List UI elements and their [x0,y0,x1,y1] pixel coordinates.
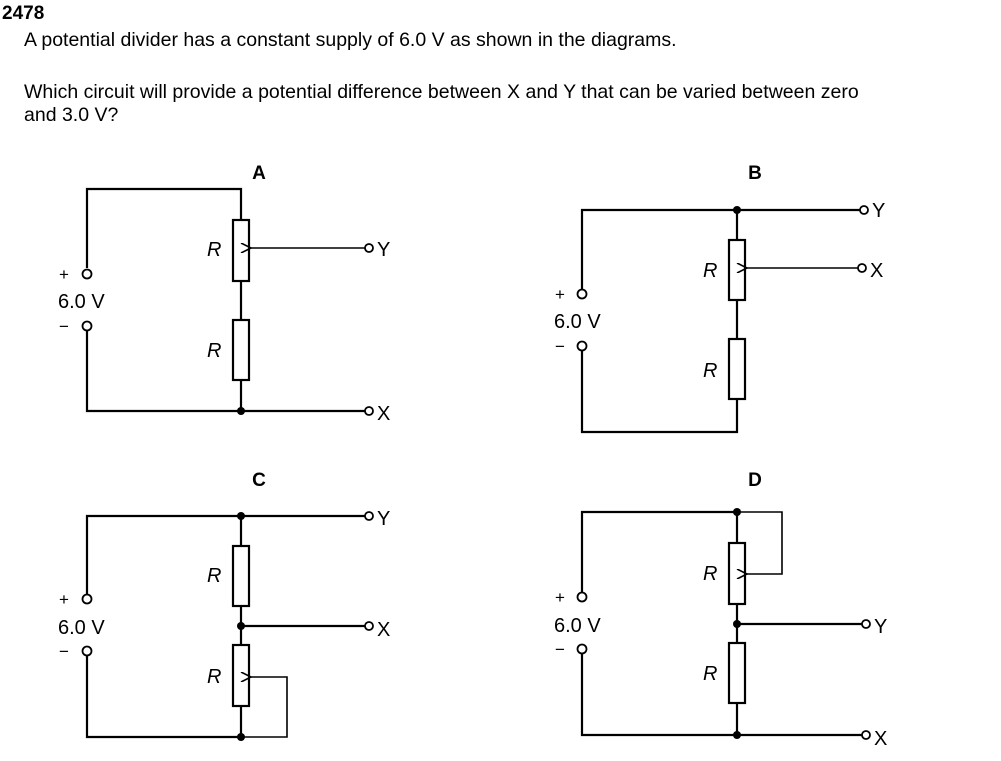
terminal-y [364,243,374,253]
wire [580,510,737,592]
question-number: 2478 [2,3,45,24]
junction-dot [733,508,741,516]
variable-resistor-top [727,541,747,606]
terminal-positive [576,591,588,603]
resistor-label: R [703,663,717,685]
terminal-positive [576,288,588,300]
terminal-x [364,406,374,416]
circuit-d-label: D [748,470,762,491]
plus-label: + [555,588,565,607]
wire [580,208,864,289]
junction-dot [237,622,245,630]
terminal-x [861,730,871,740]
variable-resistor-bottom [231,643,251,708]
circuit-a-label: A [252,163,266,184]
plus-label: + [59,590,69,609]
circuit-d: D + 6.0 V − R R Y X [554,470,887,750]
circuit-b-label: B [748,163,762,184]
voltage-label: 6.0 V [58,617,105,639]
circuit-c: C + 6.0 V − R R Y X [58,470,390,741]
circuit-b: B + 6.0 V − R R Y X [554,163,885,434]
resistor-top [231,218,251,283]
terminal-negative [576,643,588,655]
junction-dot [733,731,741,739]
junction-dot [237,733,245,741]
resistor-top [231,544,251,608]
wire [85,656,243,739]
output-x-label: X [377,619,390,641]
resistor-label: R [703,360,717,382]
output-y-label: Y [377,508,390,530]
terminal-y [364,511,374,521]
terminal-negative [81,645,93,657]
terminal-negative [576,340,588,352]
terminal-negative [81,320,93,332]
resistor-label: R [207,565,221,587]
junction-dot [733,620,741,628]
minus-label: − [555,640,565,659]
minus-label: − [555,337,565,356]
wire [85,514,365,594]
circuit-c-label: C [252,470,266,491]
wire [580,654,862,737]
resistor-bottom [727,337,747,401]
output-x-label: X [377,403,390,425]
terminal-x [364,621,374,631]
resistor-label: R [207,340,221,362]
output-y-label: Y [377,239,390,261]
resistor-bottom [727,641,747,705]
resistor-label: R [703,260,717,282]
terminal-x [857,263,867,273]
plus-label: + [555,285,565,304]
minus-label: − [59,317,69,336]
minus-label: − [59,642,69,661]
voltage-label: 6.0 V [554,615,601,637]
voltage-label: 6.0 V [58,291,105,313]
resistor-label: R [207,666,221,688]
voltage-label: 6.0 V [554,311,601,333]
plus-label: + [59,265,69,284]
resistor-label: R [207,239,221,261]
terminal-y [859,205,869,215]
question-stem: A potential divider has a constant suppl… [24,29,677,51]
resistor-top [727,238,747,302]
output-y-label: Y [874,616,887,638]
rheostat-slider [241,677,288,738]
wire [85,187,243,268]
question-prompt-line-1: Which circuit will provide a potential d… [24,81,859,103]
junction-dot [733,206,741,214]
terminal-positive [81,268,93,280]
question-prompt-line-2: and 3.0 V? [24,104,119,126]
circuit-a: A + 6.0 V − R R Y X [58,163,390,425]
junction-dot [237,512,245,520]
question-prompt: Which circuit will provide a potential d… [24,81,859,127]
resistor-bottom [231,318,251,382]
wire [580,350,739,434]
terminal-positive [81,593,93,605]
wire [85,329,241,413]
output-x-label: X [870,260,883,282]
terminal-y [861,619,871,629]
output-x-label: X [874,728,887,750]
rheostat-slider [737,511,783,574]
junction-dot [237,407,245,415]
output-y-label: Y [872,200,885,222]
resistor-label: R [703,563,717,585]
